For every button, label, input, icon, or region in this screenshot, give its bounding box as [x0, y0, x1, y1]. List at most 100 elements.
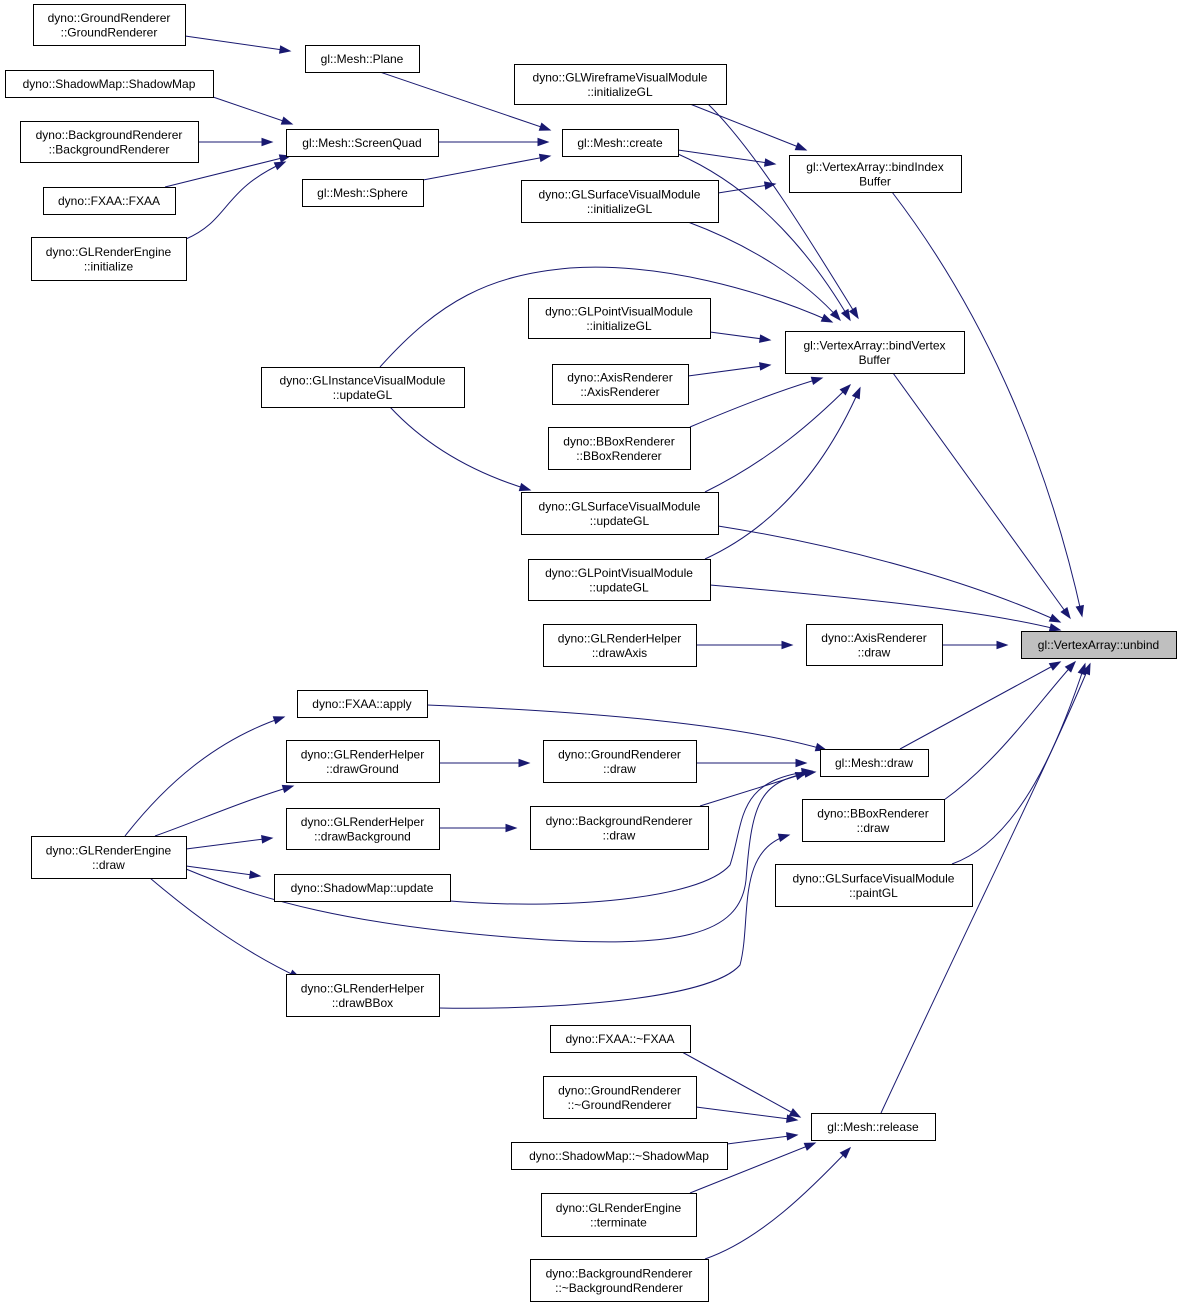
edge-meshScreenQuad-to-meshCreate [438, 137, 550, 147]
node-box [20, 121, 199, 163]
edge-engineDraw-to-drawBackgroundHelper [185, 835, 274, 850]
node-engineDraw[interactable]: dyno::GLRenderEngine::draw [31, 836, 187, 879]
node-groundDtor[interactable]: dyno::GroundRenderer::~GroundRenderer [543, 1076, 697, 1119]
node-box [820, 749, 929, 777]
node-box [305, 45, 420, 73]
node-drawGroundHelper[interactable]: dyno::GLRenderHelper::drawGround [286, 740, 440, 783]
node-meshRelease[interactable]: gl::Mesh::release [811, 1113, 936, 1141]
node-axisDraw[interactable]: dyno::AxisRenderer::draw [806, 624, 943, 666]
node-label: dyno::GLRenderHelper [301, 747, 424, 761]
node-instanceUpdate[interactable]: dyno::GLInstanceVisualModule::updateGL [261, 367, 465, 408]
node-shadowDtor[interactable]: dyno::ShadowMap::~ShadowMap [511, 1142, 728, 1170]
node-fxaaApply[interactable]: dyno::FXAA::apply [297, 690, 428, 718]
edge-bindVertexBuffer-to-unbind [892, 372, 1071, 620]
edge-instanceUpdate-to-bindVertexBuffer [379, 266, 834, 368]
node-engineInit[interactable]: dyno::GLRenderEngine::initialize [31, 237, 187, 281]
node-box [785, 331, 965, 374]
node-pointInit[interactable]: dyno::GLPointVisualModule::initializeGL [528, 298, 711, 339]
node-shadowUpdate[interactable]: dyno::ShadowMap::update [274, 874, 451, 902]
node-shadowMapCtor[interactable]: dyno::ShadowMap::ShadowMap [5, 70, 214, 98]
node-box [789, 155, 962, 193]
arrowhead [280, 116, 294, 125]
node-unbind[interactable]: gl::VertexArray::unbind [1021, 631, 1177, 659]
node-meshScreenQuad[interactable]: gl::Mesh::ScreenQuad [286, 129, 439, 157]
arrowhead [763, 181, 777, 190]
edge-bboxDraw-to-unbind [943, 660, 1077, 801]
node-groundDraw[interactable]: dyno::GroundRenderer::draw [543, 740, 697, 783]
node-bboxCtor[interactable]: dyno::BBoxRenderer::BBoxRenderer [548, 427, 691, 470]
node-meshPlane[interactable]: gl::Mesh::Plane [305, 45, 420, 73]
edge-line [689, 377, 823, 428]
edge-meshCreate-to-bindIndexBuffer [677, 149, 777, 167]
node-box [5, 70, 214, 98]
node-engineTerminate[interactable]: dyno::GLRenderEngine::terminate [541, 1193, 697, 1237]
node-drawBackgroundHelper[interactable]: dyno::GLRenderHelper::drawBackground [286, 808, 440, 850]
node-box [521, 180, 719, 223]
node-surfaceInit[interactable]: dyno::GLSurfaceVisualModule::initializeG… [521, 180, 719, 223]
node-label: gl::VertexArray::bindIndex [806, 160, 943, 174]
arrowhead [273, 161, 287, 171]
arrowhead [1077, 662, 1086, 676]
node-label: Buffer [859, 353, 891, 367]
edge-engineDraw-to-fxaaApply [124, 716, 286, 837]
node-label: dyno::ShadowMap::ShadowMap [23, 77, 196, 91]
node-box [286, 974, 440, 1017]
node-label: dyno::AxisRenderer [567, 370, 672, 384]
edge-line [149, 877, 301, 979]
node-pointUpdate[interactable]: dyno::GLPointVisualModule::updateGL [528, 559, 711, 601]
node-label: dyno::GroundRenderer [558, 747, 681, 761]
arrowhead [794, 142, 808, 151]
edge-line [164, 155, 291, 188]
node-drawAxisHelper[interactable]: dyno::GLRenderHelper::drawAxis [543, 624, 697, 667]
node-backgroundDtor[interactable]: dyno::BackgroundRenderer::~BackgroundRen… [530, 1259, 709, 1302]
arrowhead [278, 45, 292, 54]
node-label: ::initializeGL [586, 319, 652, 333]
node-meshDraw[interactable]: gl::Mesh::draw [820, 749, 929, 777]
node-fxaaCtor[interactable]: dyno::FXAA::FXAA [43, 187, 176, 215]
node-label: ::initializeGL [587, 202, 653, 216]
node-label: dyno::FXAA::~FXAA [565, 1032, 674, 1046]
edge-backgroundDtor-to-meshRelease [704, 1146, 852, 1260]
node-meshCreate[interactable]: gl::Mesh::create [562, 129, 679, 157]
edge-line [154, 785, 294, 837]
node-label: ::~GroundRenderer [568, 1098, 672, 1112]
node-label: ::drawBackground [314, 829, 411, 843]
arrowhead [781, 640, 794, 650]
node-backgroundDraw[interactable]: dyno::BackgroundRenderer::draw [530, 806, 709, 850]
arrowhead [848, 306, 859, 320]
node-axisCtor[interactable]: dyno::AxisRenderer::AxisRenderer [552, 364, 689, 405]
node-wireframeInit[interactable]: dyno::GLWireframeVisualModule::initializ… [514, 64, 727, 105]
node-drawBBoxHelper[interactable]: dyno::GLRenderHelper::drawBBox [286, 974, 440, 1017]
edge-instanceUpdate-to-surfaceUpdate [389, 406, 532, 492]
node-bboxDraw[interactable]: dyno::BBoxRenderer::draw [802, 799, 945, 842]
edge-engineInit-to-meshScreenQuad [185, 161, 287, 240]
node-box [541, 1193, 697, 1237]
node-label: ::paintGL [849, 886, 898, 900]
edge-shadowMapCtor-to-meshScreenQuad [212, 96, 294, 125]
edge-bboxCtor-to-bindVertexBuffer [689, 376, 824, 428]
node-box [775, 864, 973, 907]
node-label: ::GroundRenderer [61, 25, 158, 39]
node-label: gl::Mesh::release [827, 1120, 919, 1134]
arrowhead [801, 767, 814, 777]
edge-line [704, 1147, 851, 1260]
node-fxaaDtor[interactable]: dyno::FXAA::~FXAA [550, 1025, 691, 1053]
node-groundCtor[interactable]: dyno::GroundRenderer::GroundRenderer [33, 4, 186, 46]
node-meshSphere[interactable]: gl::Mesh::Sphere [302, 179, 424, 207]
node-box [521, 492, 719, 535]
node-surfaceUpdate[interactable]: dyno::GLSurfaceVisualModule::updateGL [521, 492, 719, 535]
node-surfacePaint[interactable]: dyno::GLSurfaceVisualModule::paintGL [775, 864, 973, 907]
node-box [286, 740, 440, 783]
edge-engineTerminate-to-meshRelease [689, 1142, 817, 1194]
edge-line [707, 103, 859, 319]
node-label: dyno::FXAA::FXAA [58, 194, 160, 208]
arrowhead [1060, 606, 1071, 620]
edge-line [438, 834, 790, 1009]
arrowhead [1048, 613, 1062, 623]
arrowhead [777, 833, 791, 842]
node-box [297, 690, 428, 718]
node-backgroundCtor[interactable]: dyno::BackgroundRenderer::BackgroundRend… [20, 121, 199, 163]
